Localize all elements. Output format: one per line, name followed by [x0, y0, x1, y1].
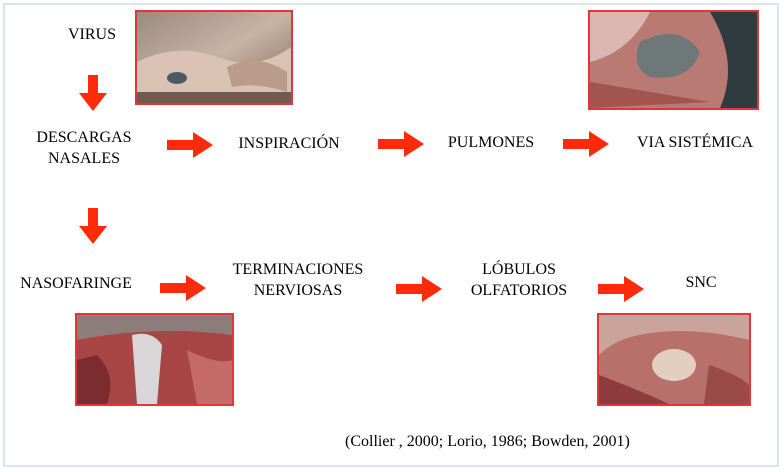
node-pulmones: PULMONES	[447, 134, 535, 151]
node-via-sistemica: VIA SISTÉMICA	[636, 134, 753, 151]
arrow-icon	[598, 276, 644, 302]
photo-lungs	[588, 10, 759, 110]
node-inspiracion: INSPIRACIÓN	[238, 135, 340, 152]
arrow-icon	[563, 131, 609, 157]
arrow-icon	[378, 131, 424, 157]
node-terminaciones-nerviosas: TERMINACIONES NERVIOSAS	[232, 261, 364, 299]
citation: (Collier , 2000; Lorio, 1986; Bowden, 20…	[345, 433, 630, 450]
arrow-icon	[167, 132, 213, 158]
photo-brain	[597, 313, 751, 406]
arrow-icon	[79, 208, 107, 244]
node-nasofaringe: NASOFARINGE	[20, 275, 132, 292]
arrow-icon	[79, 75, 107, 111]
node-virus: VIRUS	[67, 26, 116, 43]
node-descargas-nasales: DESCARGAS NASALES	[36, 129, 132, 167]
node-lobulos-olfatorios: LÓBULOS OLFATORIOS	[470, 261, 568, 299]
arrow-icon	[396, 276, 442, 302]
photo-nasopharynx	[75, 313, 234, 406]
node-snc: SNC	[685, 274, 717, 291]
photo-virus-head	[135, 10, 293, 105]
arrow-icon	[160, 275, 206, 301]
